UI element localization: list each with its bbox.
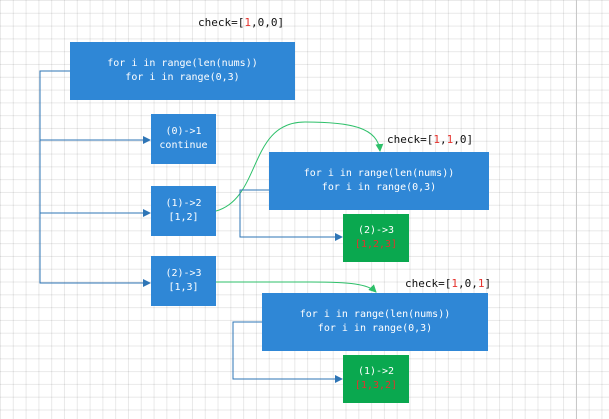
check-separator: , [471, 277, 478, 290]
loop-line-inner: for i in range(0,3) [317, 323, 433, 334]
check-label-2: check=[1,1,0] [387, 133, 473, 146]
result-array: [1,2,3] [354, 239, 398, 250]
branch-step: (1)->2 [165, 198, 202, 209]
loop-box-2: for i in range(len(nums)) for i in range… [269, 152, 489, 210]
loop-box-1: for i in range(len(nums)) for i in range… [70, 42, 295, 100]
check-suffix: ] [466, 133, 474, 146]
check-value: 0 [257, 16, 265, 29]
check-separator: , [250, 16, 258, 29]
loop-line-inner: for i in range(0,3) [125, 72, 240, 83]
check-label-3: check=[1,0,1] [405, 277, 491, 290]
loop-line-outer: for i in range(len(nums)) [303, 168, 455, 179]
branch-action: continue [159, 140, 208, 151]
check-suffix: ] [484, 277, 492, 290]
branch-path: [1,3] [168, 282, 199, 293]
result-step: (1)->2 [357, 366, 395, 377]
page-border-line [576, 0, 577, 419]
check-separator: , [264, 16, 271, 29]
check-value: 0 [270, 16, 278, 29]
result-box-0: (2)->3 [1,2,3] [343, 214, 409, 262]
check-separator: , [439, 133, 447, 146]
check-value-highlight: 1 [451, 277, 458, 290]
branch-step: (0)->1 [165, 126, 202, 137]
check-prefix: check=[ [405, 277, 452, 290]
check-value: 0 [464, 277, 472, 290]
check-prefix: check=[ [198, 16, 245, 29]
check-value: 0 [459, 133, 467, 146]
connector-loop2-to-result0 [239, 189, 343, 241]
loop-line-outer: for i in range(len(nums)) [107, 58, 258, 69]
branch-box-2: (2)->3 [1,3] [151, 256, 216, 306]
check-separator: , [457, 277, 465, 290]
result-array: [1,3,2] [354, 380, 398, 391]
check-value-highlight: 1 [433, 133, 440, 146]
connector-trunk [39, 70, 151, 287]
loop-line-outer: for i in range(len(nums)) [299, 309, 451, 320]
loop-line-inner: for i in range(0,3) [321, 182, 437, 193]
result-box-1: (1)->2 [1,3,2] [343, 355, 409, 403]
check-suffix: ] [277, 16, 285, 29]
loop-box-3: for i in range(len(nums)) for i in range… [262, 293, 488, 351]
check-value-highlight: 1 [477, 277, 485, 290]
branch-box-1: (1)->2 [1,2] [151, 186, 216, 236]
result-step: (2)->3 [357, 225, 395, 236]
check-value-highlight: 1 [446, 133, 454, 146]
connector-branch2-to-loop3 [216, 281, 377, 293]
branch-step: (2)->3 [165, 268, 202, 279]
branch-box-0: (0)->1 continue [151, 114, 216, 164]
check-label-1: check=[1,0,0] [198, 16, 284, 29]
connector-loop3-to-result1 [232, 321, 343, 383]
check-prefix: check=[ [387, 133, 434, 146]
branch-path: [1,2] [168, 212, 199, 223]
check-value-highlight: 1 [244, 16, 251, 29]
check-separator: , [453, 133, 460, 146]
